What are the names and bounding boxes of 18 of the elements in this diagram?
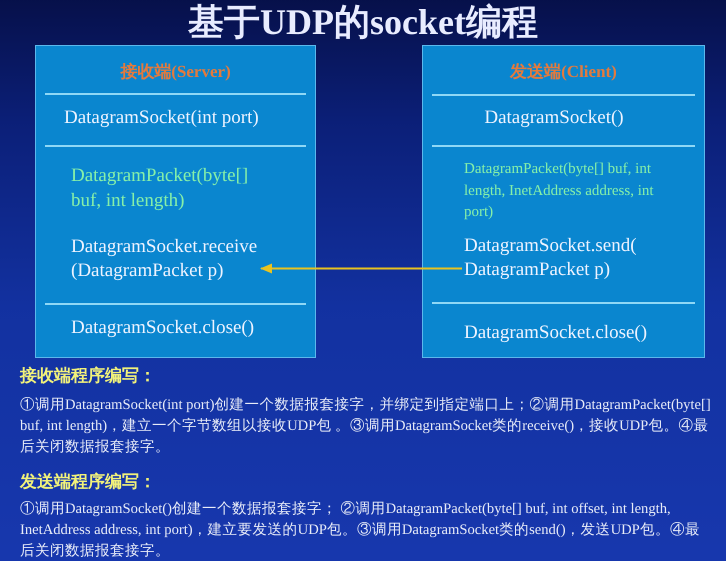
code-text: DatagramPacket(byte[] buf, int length, InetAddress address, int port)	[464, 159, 655, 224]
code-text: DatagramSocket.close()	[71, 316, 254, 340]
column-panel	[35, 45, 316, 358]
arrow	[260, 264, 462, 274]
slide-title: 基于UDP的socket编程	[188, 1, 538, 43]
code-text: DatagramSocket(int port)	[64, 106, 259, 130]
step-paragraph: ①调用DatagramSocket()创建一个数据报套接字； ②调用DatagramPacket(byte[] buf, int offset, int length, InetAddress address, int port)，建立要发送的UDP包。③调用DatagramSocket类的send()，发送UDP包。④最后关闭数据报套接字。	[20, 500, 701, 561]
code-text: DatagramSocket.receive (DatagramPacket p)	[71, 235, 259, 283]
section-heading: 接收端程序编写：	[20, 365, 156, 387]
code-text: DatagramPacket(byte[] buf, int length)	[71, 163, 250, 213]
code-text: DatagramSocket.send( DatagramPacket p)	[464, 234, 638, 282]
code-text: DatagramSocket.close()	[464, 321, 648, 345]
panel-heading: 发送端(Client)	[510, 61, 617, 83]
panel-heading: 接收端(Server)	[120, 61, 231, 83]
column-panel	[422, 45, 705, 358]
code-text: DatagramSocket()	[484, 106, 624, 130]
section-heading: 发送端程序编写：	[20, 471, 156, 493]
step-paragraph: ①调用DatagramSocket(int port)创建一个数据报套接字，并绑定到指定端口上；②调用DatagramPacket(byte[] buf, int length)，建立一个字节数组以接收UDP包 。③调用DatagramSocket类的receive()，接收UDP包。④最后关闭数据报套接字。	[20, 396, 712, 457]
